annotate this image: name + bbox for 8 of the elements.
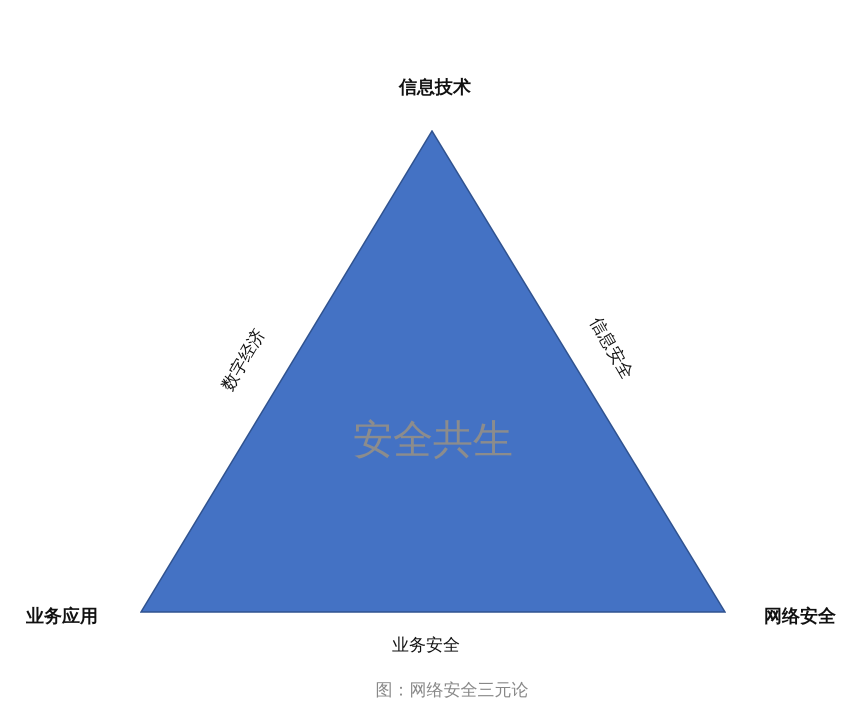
side-label: 信息安全 xyxy=(585,312,638,384)
vertex-label: 信息技术 xyxy=(399,76,471,99)
side-label: 数字经济 xyxy=(216,324,270,396)
side-label: 业务安全 xyxy=(392,634,460,656)
caption: 图：网络安全三元论 xyxy=(376,680,528,702)
center-text: 安全共生 xyxy=(352,416,514,465)
vertex-label: 业务应用 xyxy=(26,605,98,628)
vertex-label: 网络安全 xyxy=(764,605,836,628)
